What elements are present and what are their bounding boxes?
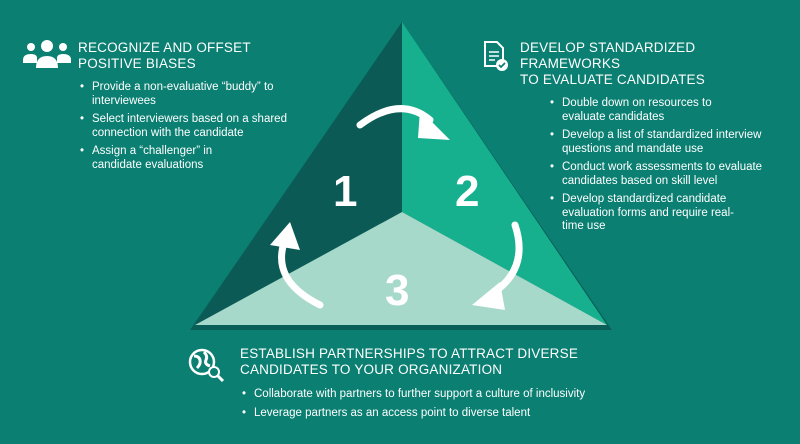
globe-search-icon bbox=[188, 348, 225, 382]
bullet-item: Leverage partners as an access point to … bbox=[240, 407, 668, 421]
section-3-number: 3 bbox=[385, 266, 409, 315]
bullet-item: Double down on resources to evaluate can… bbox=[548, 97, 732, 124]
bullet-item: Collaborate with partners to further sup… bbox=[240, 388, 668, 402]
bullet-item: Conduct work assessments to evaluate can… bbox=[548, 161, 763, 188]
arrowhead-2 bbox=[472, 282, 505, 310]
section-1-number: 1 bbox=[333, 167, 357, 216]
section-3-text: ESTABLISH PARTNERSHIPS TO ATTRACT DIVERS… bbox=[188, 346, 668, 425]
arrowhead-3 bbox=[270, 222, 300, 250]
bullet-item: Develop standardized candidate evaluatio… bbox=[548, 193, 752, 234]
bullet-item: Develop a list of standardized interview… bbox=[548, 129, 763, 156]
section-3-segment bbox=[195, 212, 607, 325]
bullet-item: Select interviewers based on a shared co… bbox=[78, 113, 323, 140]
bullet-item: Assign a “challenger” in candidate evalu… bbox=[78, 145, 257, 172]
document-check-icon bbox=[484, 41, 508, 71]
section-3-title: ESTABLISH PARTNERSHIPS TO ATTRACT DIVERS… bbox=[240, 346, 579, 377]
arrow-3-to-1 bbox=[278, 236, 324, 309]
section-2-number: 2 bbox=[455, 167, 479, 216]
section-1-segment bbox=[195, 22, 402, 325]
people-group-icon bbox=[23, 40, 71, 68]
section-2-segment bbox=[402, 22, 607, 325]
bullet-item: Provide a non-evaluative “buddy” to inte… bbox=[78, 81, 323, 108]
arrowhead-1 bbox=[418, 110, 450, 140]
